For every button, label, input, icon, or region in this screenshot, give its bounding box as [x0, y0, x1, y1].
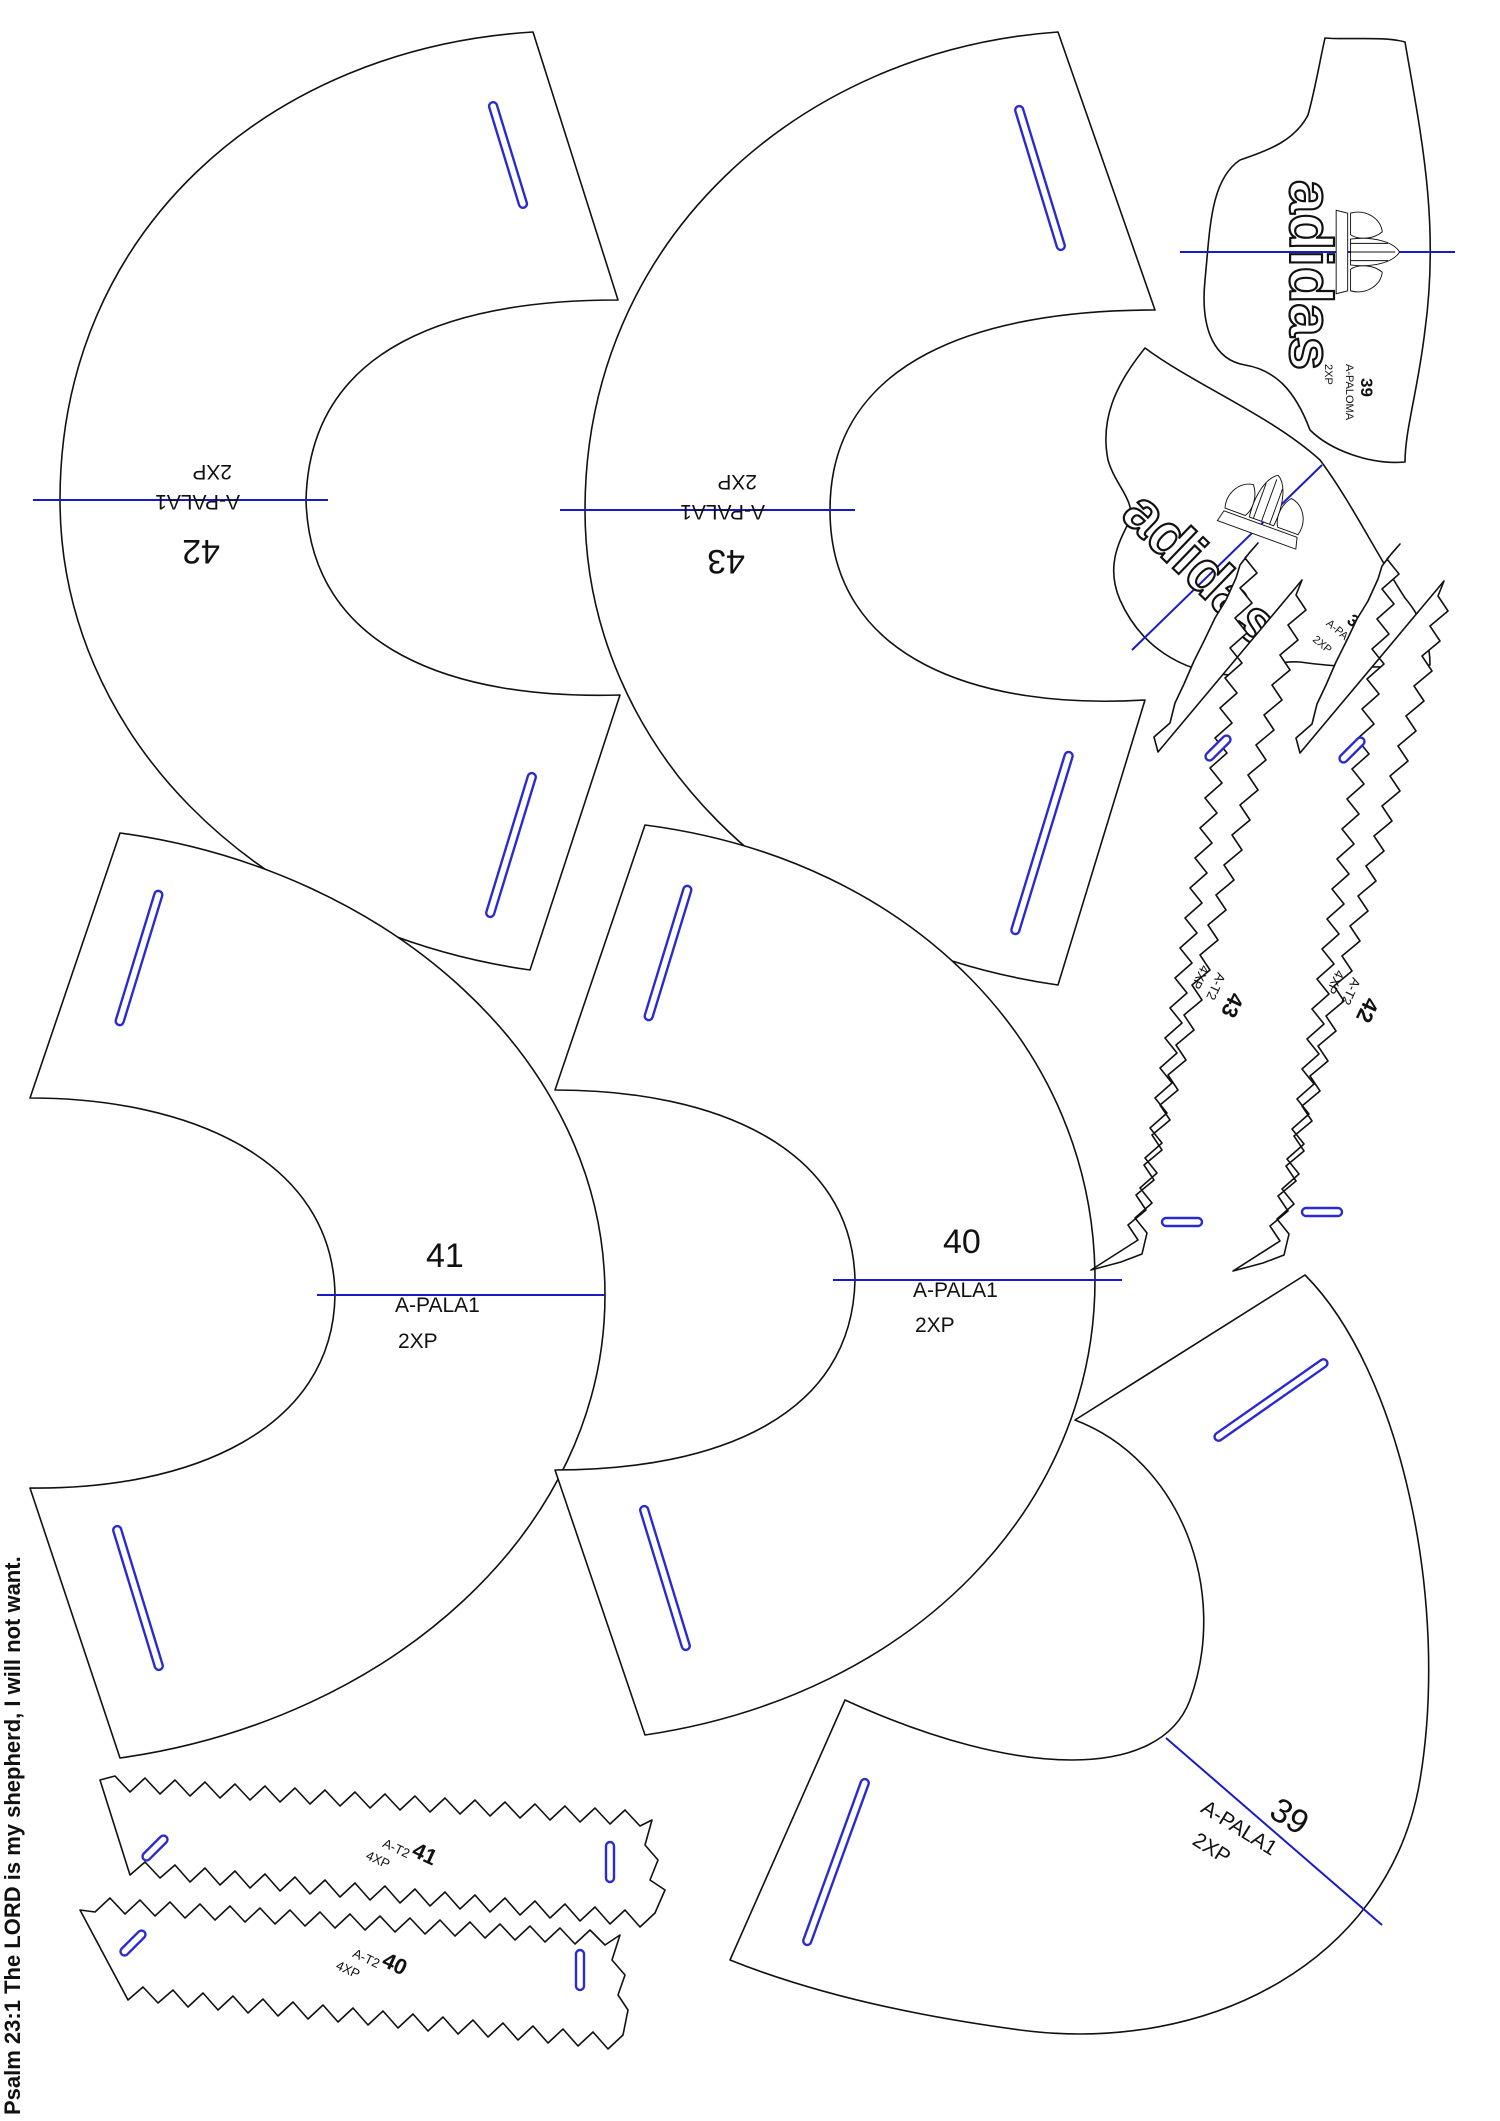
part-code-label: A-PALA1: [395, 1294, 480, 1317]
slot: [643, 884, 693, 1022]
center-guide-line: [1165, 1737, 1383, 1926]
slot: [119, 1929, 147, 1957]
slot: [1213, 1358, 1329, 1442]
slot: [487, 101, 529, 209]
psalm-footer-text: Psalm 23:1 The LORD is my shepherd, I wi…: [0, 1556, 25, 2115]
slot: [802, 1777, 870, 1947]
slot: [114, 889, 164, 1027]
strap-piece-42: 42 A-T2 4XP: [1232, 543, 1449, 1272]
size-label: 39: [1357, 378, 1376, 397]
size-label: 42: [182, 532, 220, 570]
size-label: 43: [707, 542, 745, 580]
slot: [1204, 734, 1232, 762]
pala-piece-40: 40 A-PALA1 2XP: [554, 824, 1122, 1736]
slot: [604, 1840, 616, 1884]
strap-piece-43: 43 A-T2 4XP: [1090, 542, 1307, 1271]
slot: [112, 1524, 164, 1672]
size-label: 40: [943, 1223, 981, 1261]
slot: [639, 1504, 691, 1652]
strap-outline: [99, 1775, 666, 1928]
strap-outline: [79, 1897, 629, 2050]
strap-piece-41: 41 A-T2 4XP: [99, 1775, 666, 1928]
center-guide-line: [1131, 464, 1323, 651]
quantity-label: 2XP: [915, 1314, 955, 1337]
slot: [1010, 750, 1074, 936]
slot: [1014, 104, 1066, 252]
quantity-label: 2XP: [1322, 364, 1334, 385]
part-code-label: A-PALOMA: [1343, 364, 1355, 421]
paloma-piece-upper: adidas 39 A-PALOMA 2XP: [1180, 37, 1455, 464]
strap-outline: [1090, 542, 1307, 1271]
quantity-label: 2XP: [398, 1330, 438, 1353]
pala-piece-43: 43 A-PALA1 2XP: [560, 31, 1156, 986]
slot: [485, 771, 537, 919]
strap-outline: [1232, 543, 1449, 1272]
paloma-piece-lower: adidas 39 A-PALOMA 2XP: [1105, 347, 1431, 676]
strap-piece-40: 40 A-T2 4XP: [79, 1897, 629, 2050]
size-label: 41: [426, 1237, 464, 1275]
quantity-label: 2XP: [717, 470, 757, 493]
slot: [141, 1834, 169, 1862]
brand-wordmark: adidas: [1277, 180, 1344, 370]
part-code-label: A-PALA1: [680, 500, 765, 523]
slot: [574, 1948, 586, 1992]
slot: [1160, 1216, 1204, 1228]
part-code-label: A-PALA1: [155, 490, 240, 513]
slot: [1300, 1206, 1344, 1218]
quantity-label: 2XP: [192, 460, 232, 483]
pala-piece-41: 41 A-PALA1 2XP: [29, 832, 606, 1759]
slot: [1338, 736, 1366, 764]
pala-piece-42: 42 A-PALA1 2XP: [33, 31, 621, 971]
pala-piece-39: 39 A-PALA1 2XP: [729, 1274, 1430, 2035]
part-code-label: A-PALA1: [913, 1279, 998, 1302]
